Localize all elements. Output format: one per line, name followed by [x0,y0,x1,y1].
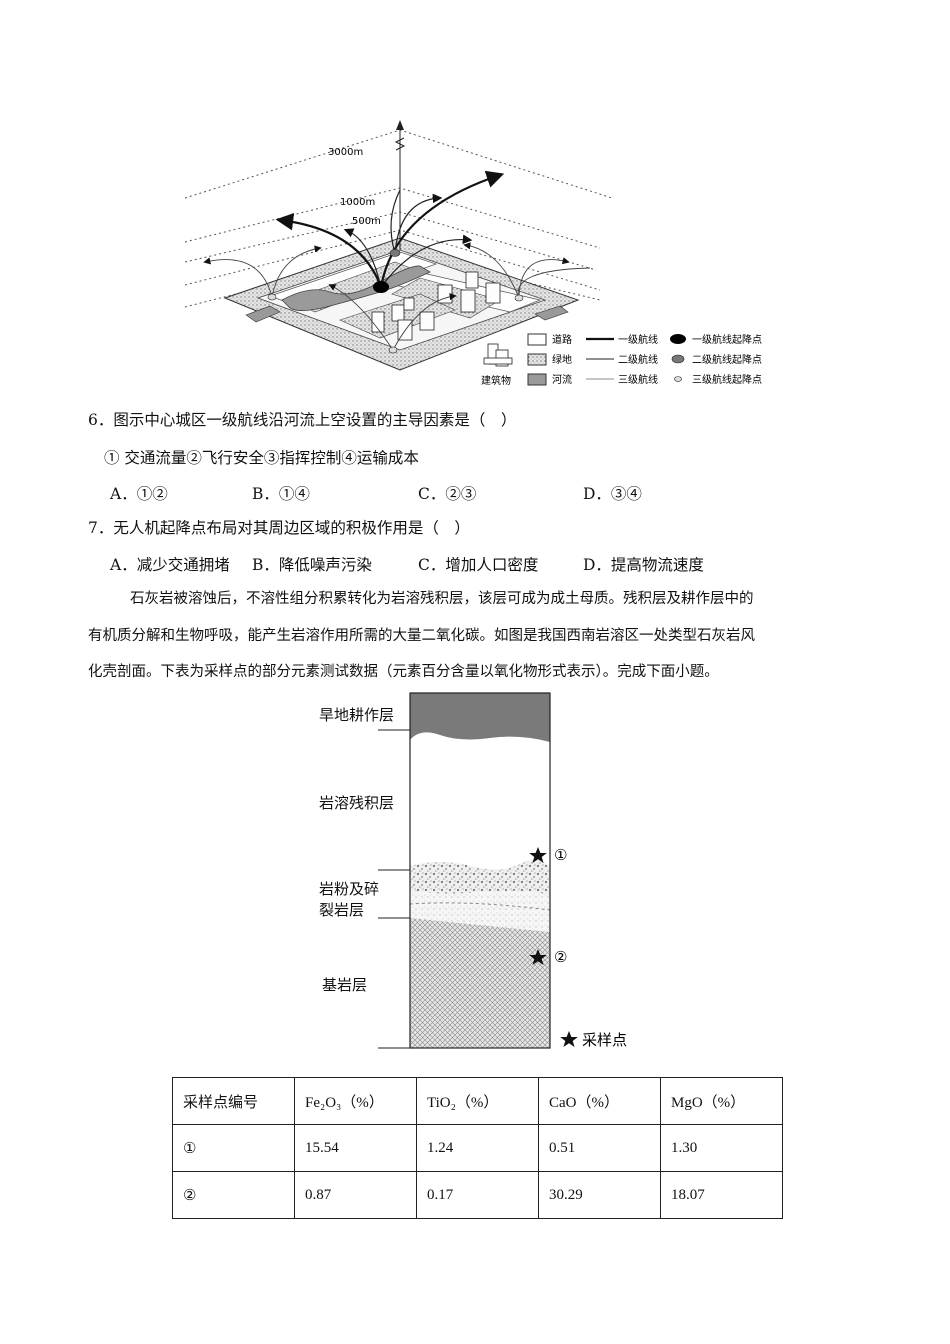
table-header-cell: TiO₂（%） [416,1077,539,1125]
element-data-table: 采样点编号 Fe₂O₃（%） TiO₂（%） CaO（%） MgO（%） ① 1… [172,1077,783,1219]
svg-text:河流: 河流 [552,373,572,386]
weathering-profile-diagram: 旱地耕作层 岩溶残积层 岩粉及碎 裂岩层 基岩层 ① ② 采样点 [319,692,627,1049]
table-header-cell: MgO（%） [660,1077,783,1125]
layer-label-residual: 岩溶残积层 [319,794,394,812]
svg-text:三级航线: 三级航线 [618,373,658,386]
uav-route-diagram: 3000m 1000m 500m 道路 绿地 河流 一级航线 二级航线 三级航线… [184,120,762,387]
svg-text:绿地: 绿地 [552,353,572,366]
table-header-cell: 采样点编号 [172,1077,295,1125]
svg-text:一级航线起降点: 一级航线起降点 [692,333,762,346]
question-6-items: ① 交通流量②飞行安全③指挥控制④运输成本 [104,449,419,467]
table-cell: 30.29 [538,1171,661,1219]
table-header-row: 采样点编号 Fe₂O₃（%） TiO₂（%） CaO（%） MgO（%） [172,1077,783,1125]
svg-text:建筑物: 建筑物 [481,374,511,387]
passage-line-3: 化壳剖面。下表为采样点的部分元素测试数据（元素百分含量以氧化物形式表示）。完成下… [88,664,719,680]
q7-option-b[interactable]: B．降低噪声污染 [252,556,372,574]
q6-option-b[interactable]: B．①④ [252,485,310,503]
passage-line-1: 石灰岩被溶蚀后，不溶性组分积累转化为岩溶残积层，该层可成为成土母质。残积层及耕作… [130,591,754,607]
q6-option-a[interactable]: A．①② [110,485,168,503]
sample-legend-label: 采样点 [582,1031,627,1049]
table-cell: 18.07 [660,1171,783,1219]
layer-label-tillage: 旱地耕作层 [319,706,394,724]
table-cell: 0.17 [416,1171,539,1219]
table-row: ① 15.54 1.24 0.51 1.30 [172,1124,783,1172]
sample-point-2-label: ② [554,948,567,966]
table-cell: 0.51 [538,1124,661,1172]
table-cell: ① [172,1124,295,1172]
q6-option-c[interactable]: C．②③ [418,485,477,503]
question-6-stem: 6．图示中心城区一级航线沿河流上空设置的主导因素是（ ） [88,411,517,429]
layer-label-powder-2: 裂岩层 [319,901,364,919]
svg-text:二级航线起降点: 二级航线起降点 [692,353,762,366]
question-7-stem: 7．无人机起降点布局对其周边区域的积极作用是（ ） [88,519,470,537]
table-header-cell: Fe₂O₃（%） [294,1077,417,1125]
svg-text:道路: 道路 [552,333,572,346]
table-cell: 0.87 [294,1171,417,1219]
table-header-cell: CaO（%） [538,1077,661,1125]
table-cell: 1.24 [416,1124,539,1172]
altitude-label-500: 500m [352,216,381,227]
sample-legend-star-icon [560,1031,578,1047]
sample-star-2-icon [529,949,547,965]
layer-label-bedrock: 基岩层 [322,976,367,994]
svg-text:二级航线: 二级航线 [618,353,658,366]
table-cell: ② [172,1171,295,1219]
sample-star-1-icon [529,847,547,863]
table-cell: 15.54 [294,1124,417,1172]
layer-label-powder-1: 岩粉及碎 [319,880,379,898]
table-cell: 1.30 [660,1124,783,1172]
q7-option-a[interactable]: A．减少交通拥堵 [110,556,230,574]
altitude-label-1000: 1000m [340,197,375,208]
table-row: ② 0.87 0.17 30.29 18.07 [172,1171,783,1219]
altitude-label-3000: 3000m [328,147,363,158]
q7-option-c[interactable]: C．增加人口密度 [418,556,539,574]
svg-text:一级航线: 一级航线 [618,333,658,346]
passage-line-2: 有机质分解和生物呼吸，能产生岩溶作用所需的大量二氧化碳。如图是我国西南岩溶区一处… [88,628,755,644]
route-legend: 道路 绿地 河流 一级航线 二级航线 三级航线 一级航线起降点 二级航线起降点 … [481,333,762,387]
q7-option-d[interactable]: D．提高物流速度 [583,556,704,574]
q6-option-d[interactable]: D．③④ [583,485,642,503]
sample-point-1-label: ① [554,846,567,864]
svg-text:三级航线起降点: 三级航线起降点 [692,373,762,386]
